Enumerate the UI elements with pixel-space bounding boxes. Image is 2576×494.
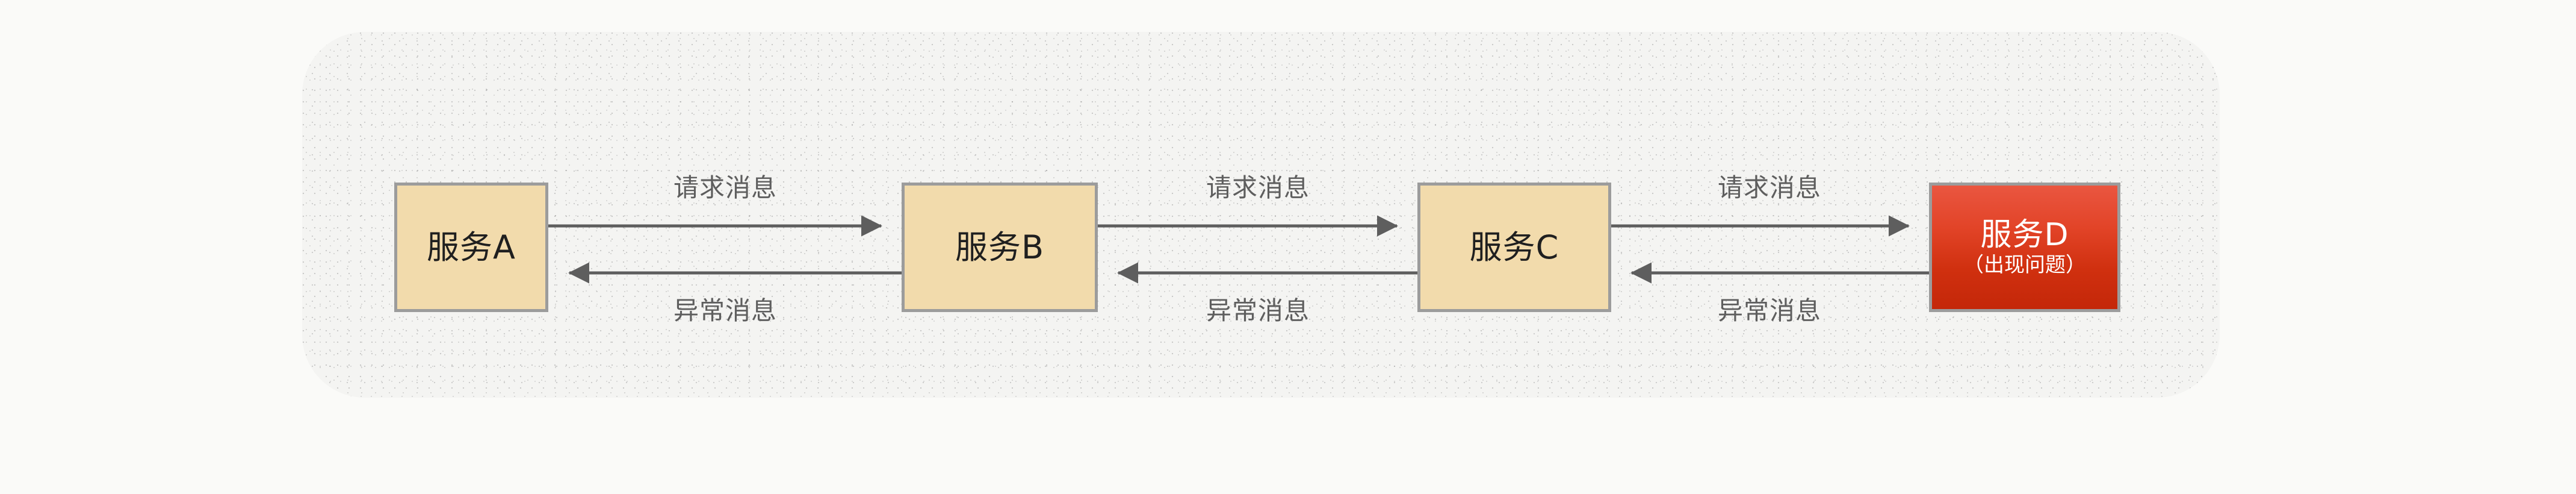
service-node-a[interactable]: 服务A bbox=[394, 183, 548, 312]
edge-label-d-c-exception: 异常消息 bbox=[1717, 296, 1822, 325]
service-node-a-label: 服务A bbox=[427, 228, 516, 266]
service-node-c-label: 服务C bbox=[1469, 228, 1559, 266]
service-node-b-label: 服务B bbox=[955, 228, 1045, 266]
edge-label-c-b-exception: 异常消息 bbox=[1206, 296, 1310, 325]
edge-label-b-c-request: 请求消息 bbox=[1206, 173, 1310, 202]
edge-label-c-d-request: 请求消息 bbox=[1717, 173, 1822, 202]
service-node-b[interactable]: 服务B bbox=[902, 183, 1098, 312]
service-node-c[interactable]: 服务C bbox=[1417, 183, 1611, 312]
service-node-d[interactable]: 服务D （出现问题） bbox=[1929, 183, 2120, 312]
edge-label-a-b-request: 请求消息 bbox=[673, 173, 778, 202]
service-node-d-status-note: （出现问题） bbox=[1963, 253, 2086, 278]
service-node-d-label: 服务D bbox=[1980, 216, 2069, 253]
edge-label-b-a-exception: 异常消息 bbox=[673, 296, 778, 325]
